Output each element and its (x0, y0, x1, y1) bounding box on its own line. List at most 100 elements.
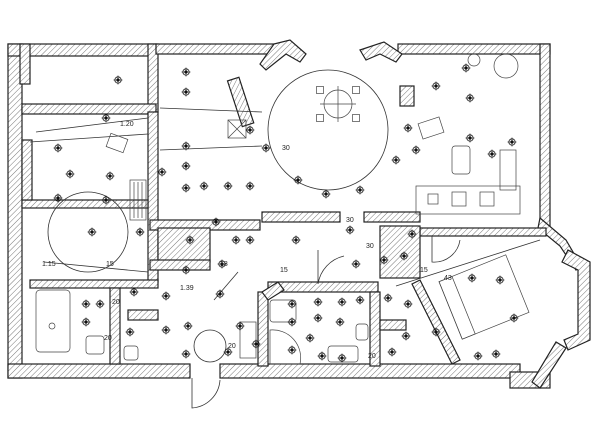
ceiling-light-icon (491, 349, 501, 359)
ceiling-light-icon (317, 351, 327, 361)
ceiling-light-icon (313, 297, 323, 307)
dim-label-13: 43 (444, 275, 452, 282)
furniture (35, 53, 530, 365)
ceiling-light-icon (335, 317, 345, 327)
wall-int-corner (261, 281, 285, 301)
ceiling-light-icon (235, 321, 245, 331)
ceiling-light-icon (507, 137, 517, 147)
ceiling-light-icon (231, 235, 241, 245)
dim-label-5: 15 (280, 267, 288, 274)
dim-label-7: 20 (112, 299, 120, 306)
ceiling-light-icon (355, 295, 365, 305)
bedroom-bed (438, 254, 530, 340)
ceiling-light-icon (245, 125, 255, 135)
wall-top-mid (155, 43, 275, 55)
wall-int-h8 (127, 309, 159, 321)
ceiling-light-icon (161, 291, 171, 301)
ceiling-light-icon (387, 347, 397, 357)
ceiling-light-icon (95, 299, 105, 309)
ceiling-light-icon (181, 349, 191, 359)
dim-label-14: 18 (220, 261, 228, 268)
door-bedroom (431, 236, 461, 263)
bay-wall-tr (359, 41, 403, 63)
wall-int-block2 (379, 225, 421, 279)
doors (191, 236, 461, 409)
dim-label-1: 1.20 (120, 121, 134, 128)
dim-label-6: 15 (420, 267, 428, 274)
ceiling-light-icon (401, 331, 411, 341)
outer-walls (7, 39, 591, 389)
ceiling-light-icon (383, 293, 393, 303)
wall-int-h2 (29, 279, 159, 289)
wall-int-v3 (109, 287, 121, 365)
ceiling-light-icon (321, 189, 331, 199)
ceiling-light-icon (337, 353, 347, 363)
dim-label-11: 30 (366, 243, 374, 250)
ceiling-light-icon (287, 345, 297, 355)
ceiling-light-icon (261, 143, 271, 153)
ceiling-line-6 (159, 145, 263, 151)
ceiling-light-icon (487, 149, 497, 159)
wall-int-h5 (261, 211, 341, 223)
ceiling-light-icon (345, 225, 355, 235)
bay-wall-tl (259, 39, 307, 71)
ceiling-light-icon (467, 273, 477, 283)
ceiling-line-5 (29, 133, 149, 143)
ceiling-light-icon (461, 63, 471, 73)
ceiling-light-icon (293, 175, 303, 185)
dim-label-9: 20 (228, 343, 236, 350)
ceiling-light-icon (125, 327, 135, 337)
kitchen-counter (415, 145, 521, 215)
ceiling-light-icon (305, 333, 315, 343)
ceiling-light-icon (65, 169, 75, 179)
dim-label-12: 30 (346, 217, 354, 224)
wall-int-h9 (267, 281, 379, 293)
bay-wall-right (399, 85, 415, 107)
ceiling-light-icon (181, 161, 191, 171)
wall-int-diag (411, 279, 461, 365)
dim-label-10: 20 (368, 353, 376, 360)
ceiling-light-icon (81, 299, 91, 309)
wall-bottom-left (7, 363, 191, 379)
wall-int-h6 (363, 211, 421, 223)
ceiling-light-icon (199, 181, 209, 191)
ceiling-light-icon (403, 123, 413, 133)
wall-int-h1 (21, 199, 149, 209)
ceiling-light-icon (291, 235, 301, 245)
ceiling-line-3 (159, 107, 263, 113)
ceiling-light-icon (465, 133, 475, 143)
ceiling-line-4 (395, 239, 541, 287)
ceiling-light-icon (391, 155, 401, 165)
ceiling-light-icon (509, 313, 519, 323)
ceiling-light-icon (181, 183, 191, 193)
bay-wall-left (226, 76, 255, 128)
wall-top-right (397, 43, 551, 55)
bay-wall-br-bottom (531, 341, 567, 389)
ceiling-light-icon (53, 143, 63, 153)
dining-set (316, 86, 360, 122)
dim-label-4: 15 (106, 261, 114, 268)
dimension-labels: 1.20 1.15 1.39 15 15 15 20 20 20 20 30 3… (42, 121, 452, 360)
ceiling-light-icon (181, 87, 191, 97)
ceiling-light-icon (403, 299, 413, 309)
ceiling-light-icon (337, 297, 347, 307)
ceiling-light-icon (101, 113, 111, 123)
ceiling-light-icon (287, 317, 297, 327)
ceiling-light-icon (135, 227, 145, 237)
ceiling-light-icon (245, 181, 255, 191)
entry-door (191, 378, 221, 409)
dim-label-3: 1.39 (180, 285, 194, 292)
ceiling-light-icon (245, 235, 255, 245)
hall-circle (193, 329, 227, 363)
ceiling-light-icon (223, 181, 233, 191)
bedroom-ceiling-circle (47, 191, 129, 273)
wall-int-v4 (257, 291, 269, 367)
door-hall (317, 250, 345, 285)
room-details (29, 69, 541, 363)
ceiling-light-icon (157, 167, 167, 177)
ceiling-light-icon (431, 81, 441, 91)
ceiling-light-icon (161, 325, 171, 335)
wall-int-v2 (21, 139, 33, 201)
